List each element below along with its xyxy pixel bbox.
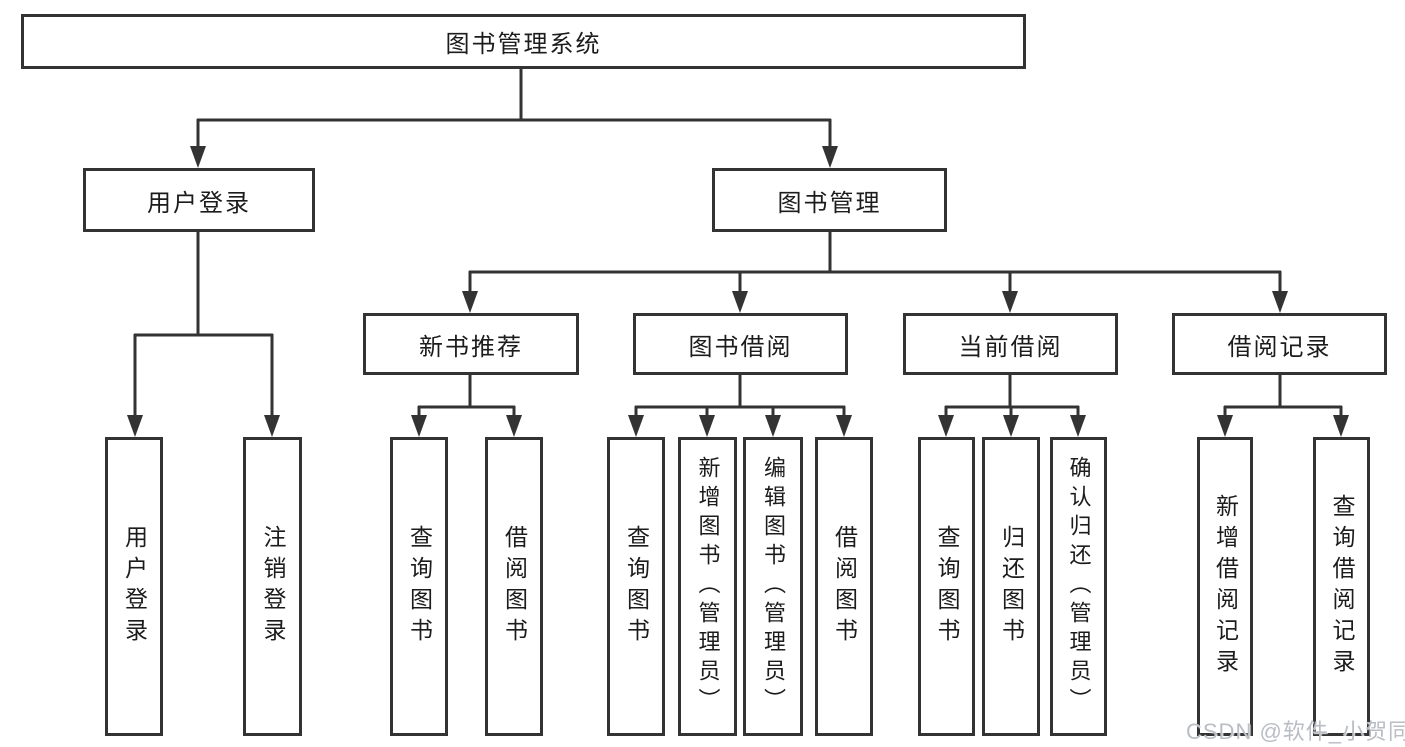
csdn-watermark: CSDN @软件_小贺同学 — [1186, 719, 1405, 744]
node-book-management-label: 图书管理 — [777, 189, 882, 217]
leaf-query-books-current: 查询图书 — [918, 437, 975, 736]
leaf-label: 查询图书 — [406, 524, 433, 649]
leaf-label: 查询借阅记录 — [1329, 493, 1355, 680]
node-book-management: 图书管理 — [712, 168, 947, 232]
leaf-user-login: 用户登录 — [105, 437, 163, 736]
leaf-edit-books-admin: 编辑图书（管理员） — [743, 437, 803, 736]
leaf-confirm-return-admin: 确认归还（管理员） — [1050, 437, 1107, 736]
leaf-logout: 注销登录 — [243, 437, 302, 736]
leaf-label: 确认归还（管理员） — [1066, 456, 1092, 717]
leaf-query-books-recommend: 查询图书 — [390, 437, 448, 736]
leaf-add-borrow-record: 新增借阅记录 — [1197, 437, 1253, 736]
leaf-add-books-admin: 新增图书（管理员） — [678, 437, 737, 736]
leaf-return-books: 归还图书 — [982, 437, 1040, 736]
leaf-label: 编辑图书（管理员） — [761, 456, 786, 717]
leaf-borrow-books-recommend: 借阅图书 — [485, 437, 543, 736]
node-user-login: 用户登录 — [83, 168, 315, 232]
node-user-login-label: 用户登录 — [147, 189, 251, 217]
node-new-book-recommend: 新书推荐 — [363, 313, 579, 375]
leaf-label: 借阅图书 — [501, 524, 528, 649]
node-borrow-records-label: 借阅记录 — [1227, 333, 1332, 361]
leaf-label: 用户登录 — [121, 524, 148, 649]
leaf-query-books-borrowing: 查询图书 — [607, 437, 665, 736]
leaf-label: 查询图书 — [934, 524, 960, 649]
leaf-label: 查询图书 — [623, 524, 650, 649]
node-root: 图书管理系统 — [21, 14, 1026, 69]
leaf-borrow-books-borrowing: 借阅图书 — [815, 437, 873, 736]
node-borrow-records: 借阅记录 — [1172, 313, 1387, 375]
node-new-book-recommend-label: 新书推荐 — [419, 333, 523, 361]
leaf-query-borrow-record: 查询借阅记录 — [1313, 437, 1370, 736]
node-book-borrowing-label: 图书借阅 — [688, 333, 793, 361]
node-current-borrowing-label: 当前借阅 — [958, 333, 1063, 361]
leaf-label: 注销登录 — [260, 524, 286, 649]
leaf-label: 新增图书（管理员） — [695, 456, 721, 717]
leaf-label: 归还图书 — [998, 524, 1025, 649]
node-current-borrowing: 当前借阅 — [903, 313, 1118, 375]
node-book-borrowing: 图书借阅 — [633, 313, 848, 375]
leaf-label: 新增借阅记录 — [1212, 493, 1239, 680]
leaf-label: 借阅图书 — [831, 524, 858, 649]
node-root-label: 图书管理系统 — [445, 31, 602, 58]
arrowheads — [127, 146, 1349, 437]
